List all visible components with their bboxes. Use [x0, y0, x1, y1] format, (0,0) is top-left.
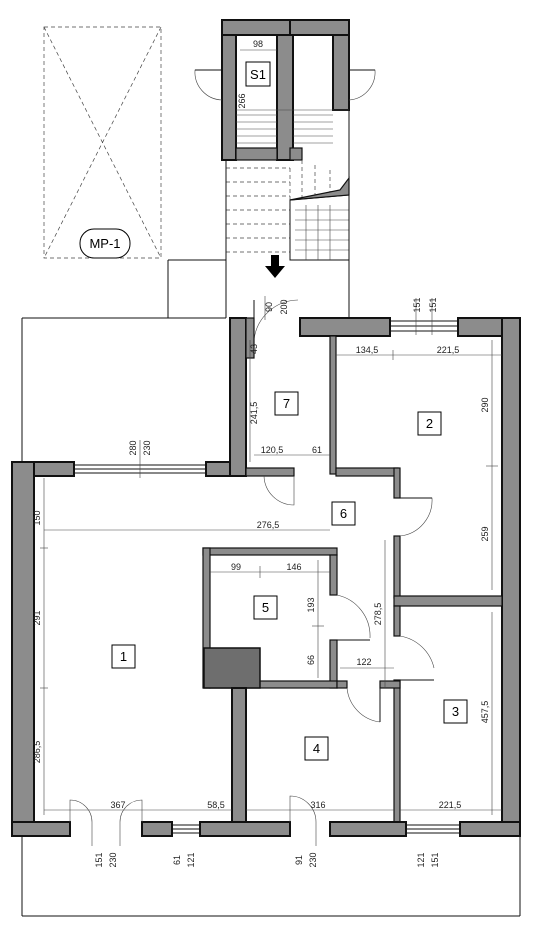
dim-221-5-top: 221,5 — [437, 345, 460, 355]
doors — [69, 299, 435, 846]
dimension-lines — [40, 296, 502, 815]
dim-134-5: 134,5 — [356, 345, 379, 355]
dim-120-5: 120,5 — [261, 445, 284, 455]
dim-290: 290 — [480, 397, 490, 412]
stairwell-s1: S1 98 266 — [194, 19, 376, 318]
dim-193: 193 — [306, 597, 316, 612]
dimension-labels: 90 200 43 241,5 120,5 61 151 151 134,5 2… — [32, 297, 490, 867]
dim-259: 259 — [480, 526, 490, 541]
dim-61-bottom: 61 — [172, 855, 182, 865]
dim-286-5: 286,5 — [32, 741, 42, 764]
dim-266: 266 — [237, 93, 247, 108]
dim-151-a: 151 — [412, 297, 422, 312]
stair-label: S1 — [250, 67, 266, 82]
dim-121-b: 121 — [416, 852, 426, 867]
dim-151-b: 151 — [428, 297, 438, 312]
dim-367: 367 — [110, 800, 125, 810]
parking-label: MP-1 — [89, 236, 120, 251]
parking-space-mp1: MP-1 — [43, 26, 162, 259]
entrance-arrow-icon — [265, 255, 285, 278]
site-outlines — [21, 259, 521, 917]
room-4-label: 4 — [313, 741, 320, 756]
dim-280: 280 — [128, 440, 138, 455]
dim-91: 91 — [294, 855, 304, 865]
dim-43: 43 — [249, 344, 259, 354]
dim-151-c: 151 — [94, 852, 104, 867]
dim-241-5: 241,5 — [249, 402, 259, 425]
room-5-label: 5 — [262, 600, 269, 615]
dim-121-a: 121 — [186, 852, 196, 867]
dim-58-5: 58,5 — [207, 800, 225, 810]
room-labels: 1 2 3 4 5 6 7 — [111, 391, 468, 761]
dim-230-bottom-b: 230 — [308, 852, 318, 867]
dim-151-d: 151 — [430, 852, 440, 867]
dim-291: 291 — [32, 610, 42, 625]
dim-221-5-bottom: 221,5 — [439, 800, 462, 810]
dim-457-5: 457,5 — [480, 701, 490, 724]
dim-66: 66 — [306, 655, 316, 665]
dim-316: 316 — [310, 800, 325, 810]
room-7-label: 7 — [283, 396, 290, 411]
room-1-label: 1 — [120, 649, 127, 664]
dim-276-5: 276,5 — [257, 520, 280, 530]
dim-90: 90 — [264, 302, 274, 312]
dim-122: 122 — [356, 657, 371, 667]
dim-230-bottom-a: 230 — [108, 852, 118, 867]
dim-98: 98 — [253, 39, 263, 49]
room-3-label: 3 — [452, 704, 459, 719]
room-2-label: 2 — [426, 416, 433, 431]
dim-146: 146 — [286, 562, 301, 572]
walls — [11, 317, 521, 837]
dim-150: 150 — [32, 510, 42, 525]
dim-99: 99 — [231, 562, 241, 572]
dim-230-top: 230 — [142, 440, 152, 455]
dim-200: 200 — [279, 299, 289, 314]
room-6-label: 6 — [340, 506, 347, 521]
dim-278-5: 278,5 — [373, 603, 383, 626]
dim-61-top: 61 — [312, 445, 322, 455]
